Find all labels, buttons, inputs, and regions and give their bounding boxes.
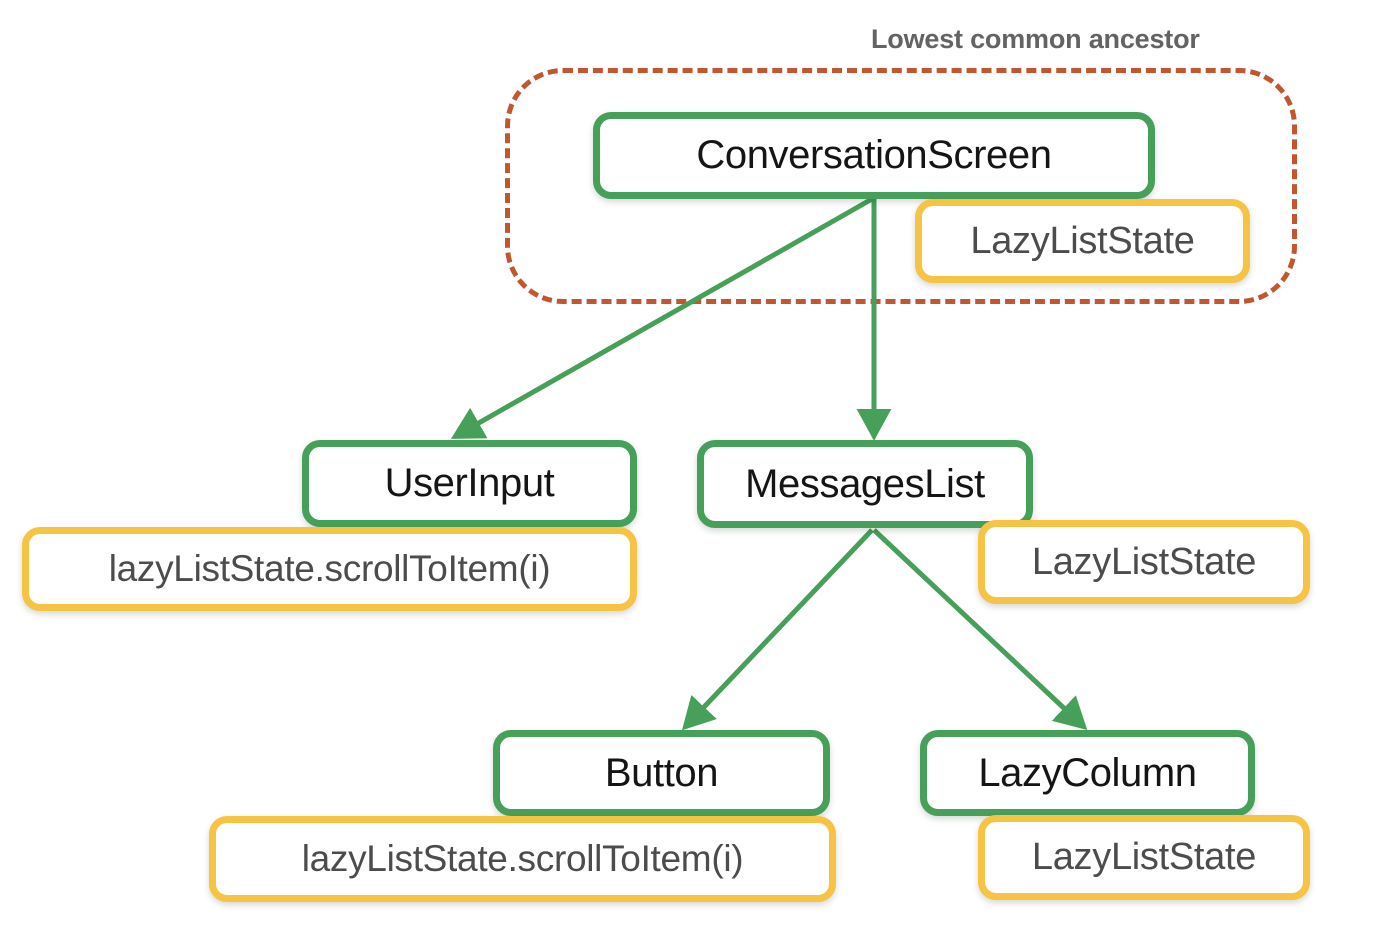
node-scrolltoitem-button[interactable]: lazyListState.scrollToItem(i) [209, 816, 836, 902]
node-lazy-column[interactable]: LazyColumn [920, 730, 1255, 816]
node-user-input[interactable]: UserInput [302, 440, 637, 527]
node-messages-list[interactable]: MessagesList [697, 440, 1033, 528]
node-conversation-screen[interactable]: ConversationScreen [593, 112, 1155, 199]
node-button[interactable]: Button [493, 730, 830, 816]
edge-messageslist-to-button [681, 528, 874, 731]
node-lazyliststate-root[interactable]: LazyListState [915, 199, 1250, 283]
node-scrolltoitem-userinput[interactable]: lazyListState.scrollToItem(i) [22, 527, 637, 611]
node-lazyliststate-messageslist[interactable]: LazyListState [978, 520, 1310, 604]
node-lazyliststate-lazycolumn[interactable]: LazyListState [978, 815, 1310, 900]
lowest-common-ancestor-label: Lowest common ancestor [871, 24, 1200, 54]
lowest-common-ancestor-region [505, 68, 1297, 304]
